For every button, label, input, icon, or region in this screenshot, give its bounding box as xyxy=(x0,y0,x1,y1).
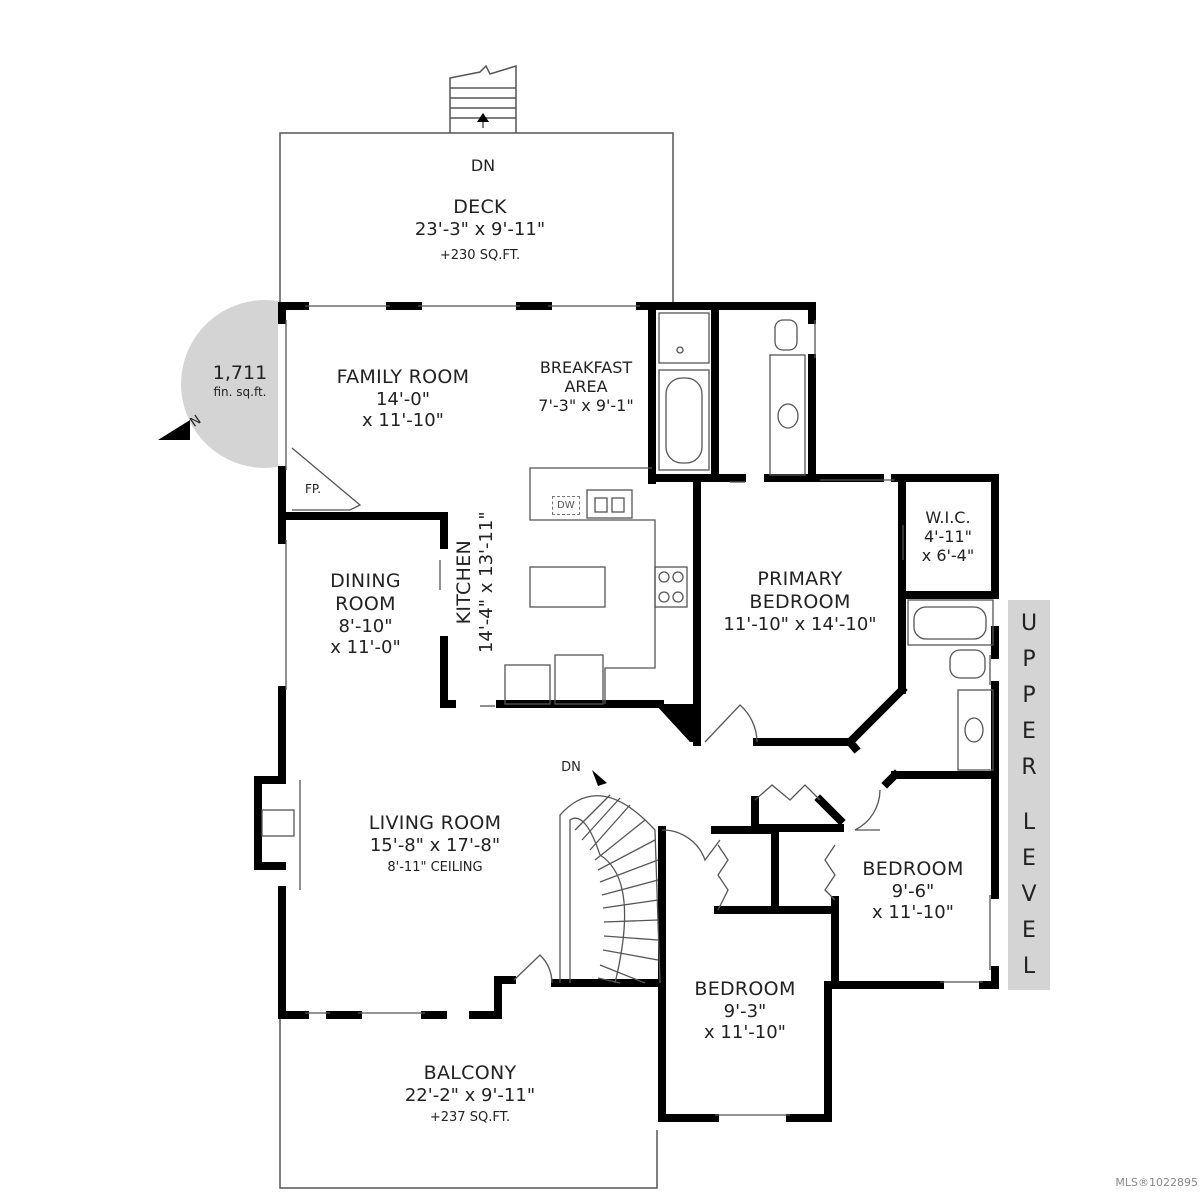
bedroom-right-dim2: x 11'-10" xyxy=(872,902,954,924)
bedroom-bottom-dim2: x 11'-10" xyxy=(704,1022,786,1044)
living-room-note: 8'-11" CEILING xyxy=(387,860,483,876)
area-unit: fin. sq.ft. xyxy=(213,384,267,399)
kitchen-name: KITCHEN xyxy=(452,539,475,625)
level-label: U P P E R L E V E L xyxy=(1008,600,1050,990)
level-letter: V xyxy=(1021,882,1037,907)
level-letter: L xyxy=(1022,810,1036,835)
living-room-name: LIVING ROOM xyxy=(368,812,502,834)
breakfast-name1: BREAKFAST xyxy=(539,358,633,377)
deck-dims: 23'-3" x 9'-11" xyxy=(414,218,546,240)
bedroom-bottom-dim1: 9'-3" xyxy=(723,1000,767,1022)
balcony-label: BALCONY 22'-2" x 9'-11" +237 SQ.FT. xyxy=(370,1062,570,1126)
area-value: 1,711 xyxy=(212,362,268,384)
dining-room-dim2: x 11'-0" xyxy=(330,637,401,659)
wall-corner xyxy=(655,704,697,742)
stairs-top-text: DN xyxy=(470,156,496,175)
deck-area: +230 SQ.FT. xyxy=(439,248,521,264)
bedroom-right-name: BEDROOM xyxy=(862,858,964,880)
level-letter: L xyxy=(1022,954,1036,979)
stairs-top-label: DN xyxy=(466,156,500,175)
bedroom-bottom-name: BEDROOM xyxy=(694,978,796,1000)
primary-bedroom-dims: 11'-10" x 14'-10" xyxy=(723,613,877,635)
dining-room-name1: DINING xyxy=(330,570,401,592)
bedroom-right-dim1: 9'-6" xyxy=(891,880,935,902)
stairs-arrow-icon xyxy=(477,113,489,122)
level-letter: P xyxy=(1022,683,1036,708)
walls xyxy=(254,302,999,1122)
dishwasher-text: DW xyxy=(557,500,575,511)
level-letter: R xyxy=(1021,755,1037,780)
fireplace-label: FP. xyxy=(296,482,330,496)
area-badge-label: 1,711 fin. sq.ft. xyxy=(200,362,280,399)
balcony-area: +237 SQ.FT. xyxy=(429,1110,511,1126)
wic-label: W.I.C. 4'-11" x 6'-4" xyxy=(908,508,988,566)
dishwasher-label: DW xyxy=(552,496,580,515)
living-room-label: LIVING ROOM 15'-8" x 17'-8" 8'-11" CEILI… xyxy=(350,812,520,876)
area-badge xyxy=(181,300,278,468)
deck-label: DECK 23'-3" x 9'-11" +230 SQ.FT. xyxy=(380,196,580,264)
kitchen-label: KITCHEN 14'-4" x 13'-11" xyxy=(453,507,497,657)
breakfast-name2: AREA xyxy=(564,377,608,397)
fireplace-text: FP. xyxy=(304,482,322,496)
living-room-dims: 15'-8" x 17'-8" xyxy=(369,834,501,856)
primary-bedroom-name1: PRIMARY xyxy=(757,568,843,590)
family-room-label: FAMILY ROOM 14'-0" x 11'-10" xyxy=(318,366,488,432)
main-staircase xyxy=(559,794,661,984)
primary-bedroom-label: PRIMARY BEDROOM 11'-10" x 14'-10" xyxy=(715,568,885,635)
level-letter: U xyxy=(1020,611,1038,636)
wic-name: W.I.C. xyxy=(925,508,971,527)
family-room-name: FAMILY ROOM xyxy=(336,366,470,388)
balcony-dims: 22'-2" x 9'-11" xyxy=(404,1084,536,1106)
balcony-name: BALCONY xyxy=(423,1062,517,1084)
bedroom-right-label: BEDROOM 9'-6" x 11'-10" xyxy=(848,858,978,924)
level-letter: E xyxy=(1022,719,1036,744)
kitchen-dims: 14'-4" x 13'-11" xyxy=(475,511,497,654)
level-letter: P xyxy=(1022,647,1036,672)
mls-text: MLS®1022895 xyxy=(1115,1176,1198,1189)
balcony-outline xyxy=(279,990,658,1189)
staircase-arrow-icon xyxy=(592,770,607,786)
main-stairs-text: DN xyxy=(561,760,581,775)
wic-dim2: x 6'-4" xyxy=(921,546,975,566)
mls-watermark: MLS®1022895 xyxy=(1098,1176,1198,1189)
breakfast-dims: 7'-3" x 9'-1" xyxy=(538,396,634,416)
level-letter: E xyxy=(1022,918,1036,943)
deck-outline xyxy=(279,132,674,305)
deck-stairs xyxy=(449,64,517,133)
dining-room-dim1: 8'-10" xyxy=(338,615,393,637)
level-letter: E xyxy=(1022,846,1036,871)
family-room-dim1: 14'-0" xyxy=(375,388,431,410)
family-room-dim2: x 11'-10" xyxy=(362,410,444,432)
primary-bedroom-name2: BEDROOM xyxy=(749,590,851,613)
dining-room-label: DINING ROOM 8'-10" x 11'-0" xyxy=(308,570,423,659)
compass-arrow-icon xyxy=(158,420,190,440)
fixtures xyxy=(261,305,994,1116)
bedroom-bottom-label: BEDROOM 9'-3" x 11'-10" xyxy=(680,978,810,1044)
breakfast-label: BREAKFAST AREA 7'-3" x 9'-1" xyxy=(520,358,652,416)
dining-room-name2: ROOM xyxy=(335,592,396,615)
wic-dim1: 4'-11" xyxy=(923,527,973,547)
main-stairs-label: DN xyxy=(556,760,586,776)
deck-name: DECK xyxy=(453,196,507,218)
